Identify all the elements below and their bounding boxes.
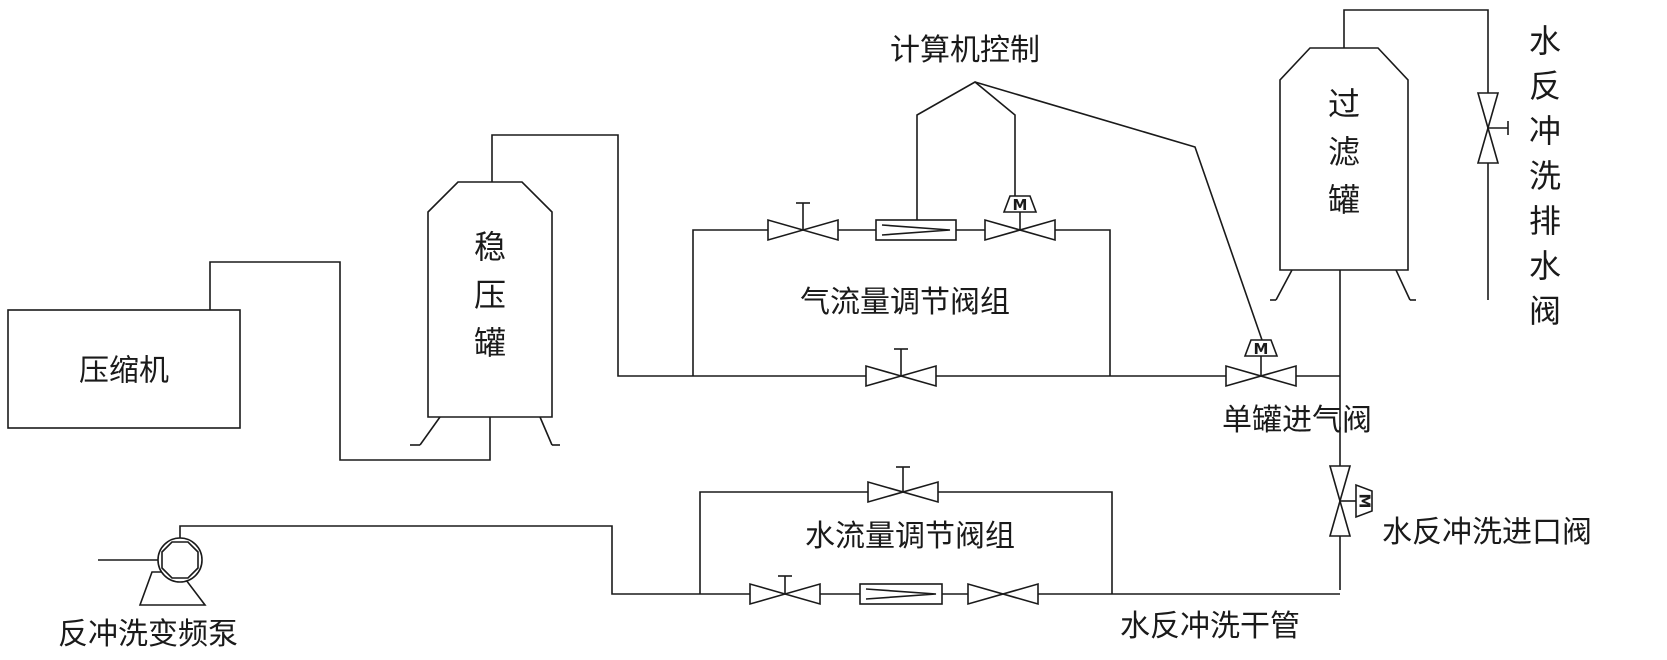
compressor: 压缩机 [7, 309, 241, 429]
inlet-valve-motor-symbol: M [1254, 340, 1269, 358]
computer-control: 计算机控制 [890, 33, 1263, 341]
drain-valve-label-4: 洗 [1529, 157, 1561, 195]
pump-discharge-pipe [179, 525, 700, 595]
water-flow-valve-group-label: 水流量调节阀组 [805, 519, 1015, 554]
drain-valve-label-1: 水 [1529, 22, 1561, 60]
computer-control-label: 计算机控制 [890, 33, 1040, 68]
single-tank-inlet-valve-label: 单罐进气阀 [1222, 403, 1372, 438]
air-flow-valve-group: M 气流量调节阀组 [692, 195, 1111, 388]
drain-valve-label-6: 水 [1529, 247, 1561, 285]
air-motor-symbol: M [1013, 196, 1028, 214]
surge-tank-outlet-pipe [491, 134, 1340, 377]
filter-tank: 过 滤 罐 [1270, 47, 1416, 301]
filter-tank-label-3: 罐 [1328, 181, 1360, 219]
compressor-outlet-pipe [209, 261, 491, 461]
drain-valve-label-2: 反 [1529, 67, 1561, 105]
drain-valve-label-5: 排 [1529, 202, 1561, 240]
water-flow-valve-group: 水流量调节阀组 [699, 466, 1340, 606]
filter-tank-label-1: 过 [1328, 85, 1360, 123]
air-bypass-valve [865, 348, 937, 388]
air-flow-meter [875, 219, 957, 241]
water-backwash-main-pipe-label: 水反冲洗干管 [1120, 609, 1300, 644]
drain-valve-label-7: 阀 [1529, 292, 1561, 330]
backwash-vfd-pump-label: 反冲洗变频泵 [58, 617, 238, 652]
water-flow-meter [859, 583, 943, 605]
water-control-valve [967, 582, 1039, 606]
filter-tank-label-2: 滤 [1328, 133, 1360, 171]
drain-valve-label-3: 冲 [1529, 112, 1561, 150]
water-backwash-inlet-valve: M 水反冲洗进口阀 [1328, 465, 1592, 550]
water-bypass-valve [867, 466, 939, 504]
surge-tank-label-3: 罐 [474, 324, 506, 362]
single-tank-inlet-valve: M 单罐进气阀 [1222, 339, 1372, 438]
backwash-vfd-pump: 反冲洗变频泵 [58, 537, 238, 652]
surge-tank: 稳 压 罐 [410, 181, 560, 446]
surge-tank-label-1: 稳 [474, 228, 506, 266]
water-backwash-inlet-valve-label: 水反冲洗进口阀 [1382, 515, 1592, 550]
water-backwash-drain-valve: 水 反 冲 洗 排 水 阀 [1343, 9, 1561, 330]
air-motorized-valve: M [984, 195, 1056, 242]
inlet-backwash-motor-symbol: M [1356, 494, 1374, 509]
compressor-label: 压缩机 [79, 354, 169, 389]
surge-tank-label-2: 压 [474, 276, 506, 314]
air-flow-valve-group-label: 气流量调节阀组 [800, 285, 1010, 320]
air-manual-valve [767, 202, 839, 242]
water-manual-valve [749, 575, 821, 606]
